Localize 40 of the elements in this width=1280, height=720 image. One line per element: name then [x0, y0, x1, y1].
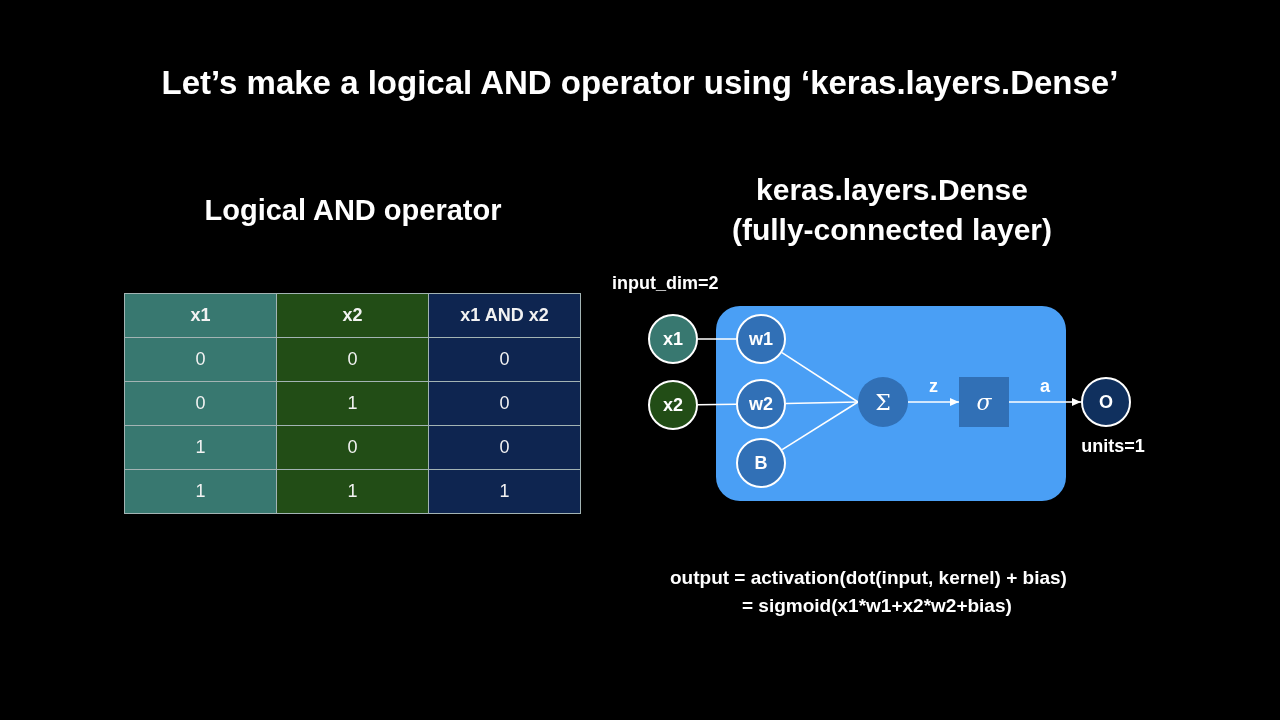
formula-text: output = activation(dot(input, kernel) + bias) [670, 566, 1067, 590]
activation-square: σ [959, 377, 1009, 427]
table-cell: 0 [429, 426, 580, 469]
table-cell: 0 [125, 382, 276, 425]
layer-panel [716, 306, 1066, 501]
connector-line [781, 401, 859, 451]
input-circle: x1 [648, 314, 698, 364]
bias-circle: B [736, 438, 786, 488]
table-cell: 0 [125, 338, 276, 381]
table-cell: 1 [125, 426, 276, 469]
connector-line [785, 401, 859, 405]
edge-label: a [1040, 375, 1050, 397]
table-cell: 0 [429, 382, 580, 425]
table-header-cell: x2 [277, 294, 428, 337]
input-circle: x2 [648, 380, 698, 430]
edge-label: z [929, 375, 938, 397]
arrow [907, 398, 960, 406]
table-cell: 0 [429, 338, 580, 381]
table-cell: 1 [429, 470, 580, 513]
connector-line [697, 338, 737, 340]
table-cell: 0 [277, 426, 428, 469]
sum-circle: Σ [858, 377, 908, 427]
table-heading: Logical AND operator [204, 193, 502, 228]
node-caption: units=1 [1081, 435, 1145, 457]
connector-line [697, 403, 737, 406]
slide-title: Let’s make a logical AND operator using ‘keras.layers.Dense’ [161, 63, 1119, 103]
weight-circle: w2 [736, 379, 786, 429]
table-cell: 0 [277, 338, 428, 381]
table-cell: 1 [277, 470, 428, 513]
connector-line [781, 351, 859, 403]
table-header-cell: x1 [125, 294, 276, 337]
weight-circle: w1 [736, 314, 786, 364]
arrow [1008, 398, 1082, 406]
input-dimension-label: input_dim=2 [612, 271, 719, 295]
diagram-heading: keras.layers.Dense (fully-connected layer) [730, 172, 1054, 248]
formula-text: = sigmoid(x1*w1+x2*w2+bias) [742, 594, 1012, 618]
table-cell: 1 [125, 470, 276, 513]
output-circle: O [1081, 377, 1131, 427]
table-cell: 1 [277, 382, 428, 425]
table-header-cell: x1 AND x2 [429, 294, 580, 337]
